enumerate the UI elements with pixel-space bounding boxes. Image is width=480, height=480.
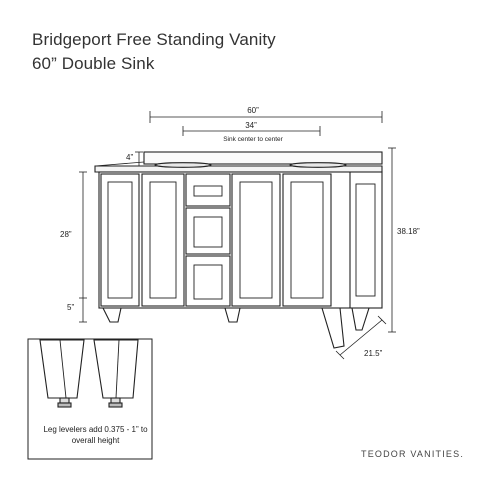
total-height-dimension — [388, 147, 396, 333]
brand-logo-text: TEODOR VANITIES. — [361, 449, 465, 459]
leg-detail-right — [93, 339, 139, 408]
leg-front-left — [102, 307, 122, 323]
door-3 — [231, 173, 281, 307]
left-sink — [154, 162, 212, 168]
overall-width-label: 60” — [247, 106, 259, 115]
drawer-3 — [185, 255, 231, 307]
overall-width-dimension — [149, 111, 383, 123]
leg-back-right — [351, 307, 370, 331]
door-1-panel — [107, 181, 133, 299]
backsplash — [143, 151, 383, 165]
side-panel-inset — [355, 183, 376, 297]
cabinet-height-label: 28” — [60, 230, 72, 239]
drawer-1-panel — [193, 185, 223, 197]
sink-center-dimension — [182, 126, 321, 136]
cabinet-body — [98, 171, 383, 309]
vanity-front — [94, 151, 383, 349]
door-2 — [141, 173, 185, 307]
leg-height-label: 5” — [67, 303, 74, 312]
leg-front-center — [224, 307, 241, 323]
drawer-1 — [185, 173, 231, 207]
drawer-3-panel — [193, 264, 223, 300]
product-subtitle: 60” Double Sink — [32, 54, 155, 73]
depth-label: 21.5” — [364, 349, 383, 358]
right-sink — [289, 162, 347, 168]
backsplash-height-label: 4” — [126, 153, 133, 162]
product-title: Bridgeport Free Standing Vanity — [32, 30, 276, 49]
door-3-panel — [239, 181, 273, 299]
leg-front-right — [321, 307, 345, 349]
depth-dimension — [335, 315, 387, 360]
total-height-label: 38.18” — [397, 227, 420, 236]
left-height-dimensions — [79, 151, 143, 323]
leg-detail-left — [39, 339, 85, 408]
sink-center-label: 34” — [245, 121, 257, 130]
leg-leveler-note: Leg levelers add 0.375 - 1” to overall h… — [43, 425, 148, 445]
door-2-panel — [149, 181, 177, 299]
drawer-2 — [185, 207, 231, 255]
door-4 — [282, 173, 332, 307]
door-4-panel — [290, 181, 324, 299]
sink-center-caption: Sink center to center — [223, 136, 283, 143]
drawer-2-panel — [193, 216, 223, 248]
leg-detail-inset — [27, 338, 153, 460]
door-1 — [100, 173, 140, 307]
